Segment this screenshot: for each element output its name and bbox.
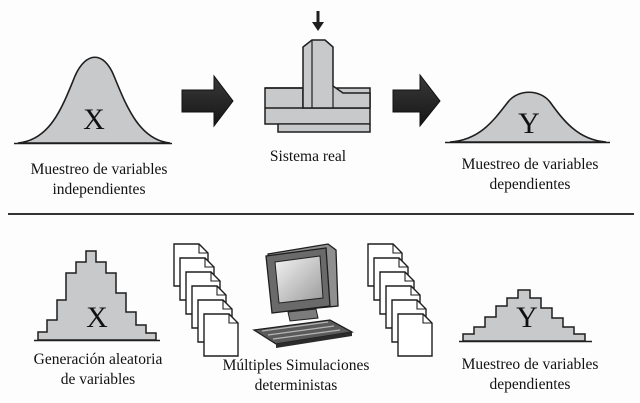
physical-system-icon (264, 11, 371, 133)
input-bell-curve-icon: X (14, 56, 172, 145)
computer-icon (252, 243, 354, 348)
simulations-caption-line1: Múltiples Simulaciones (222, 357, 370, 374)
document-fold (228, 314, 238, 324)
document-fold (392, 244, 402, 254)
output-bottom-caption-line1: Muestreo de variables (461, 356, 599, 373)
input-caption-line1: Muestreo de variables (30, 161, 168, 178)
output-caption: Muestreo de variables dependientes (440, 155, 620, 195)
output-caption-line2: dependientes (489, 176, 571, 193)
output-symbol-y-bottom: Y (516, 301, 538, 334)
output-bottom-caption: Muestreo de variables dependientes (440, 355, 620, 395)
output-caption-line1: Muestreo de variables (461, 156, 599, 173)
document-stack-icon (367, 243, 433, 357)
input-caption: Muestreo de variables independientes (14, 160, 184, 200)
document-fold (422, 314, 432, 324)
input-caption-line2: independientes (52, 181, 146, 198)
document-page (203, 313, 239, 357)
document-stack-icon (173, 243, 239, 357)
flow-arrow-icon (181, 74, 234, 128)
simulations-caption: Múltiples Simulaciones deterministas (196, 356, 396, 396)
document-fold (410, 286, 420, 296)
output-bell-curve-icon: Y (445, 91, 610, 144)
document-fold (398, 258, 408, 268)
output-symbol-y: Y (518, 107, 540, 140)
document-fold (216, 286, 226, 296)
document-fold (222, 300, 232, 310)
output-bottom-caption-line2: dependientes (489, 376, 571, 393)
simulations-caption-line2: deterministas (254, 377, 338, 394)
random-generation-caption-line2: de variables (60, 371, 136, 388)
system-caption: Sistema real (269, 148, 347, 165)
random-generation-caption-line1: Generación aleatoria (33, 351, 163, 368)
document-page (397, 313, 433, 357)
document-fold (204, 258, 214, 268)
flow-arrow-icon (392, 73, 441, 128)
document-fold (404, 272, 414, 282)
document-fold (416, 300, 426, 310)
input-stepped-histogram-icon: X (34, 250, 160, 342)
output-stepped-histogram-icon: Y (459, 289, 592, 343)
document-fold (210, 272, 220, 282)
input-symbol-x: X (83, 103, 105, 136)
document-fold (198, 244, 208, 254)
random-generation-caption: Generación aleatoria de variables (8, 350, 188, 390)
input-symbol-x-bottom: X (86, 301, 108, 334)
